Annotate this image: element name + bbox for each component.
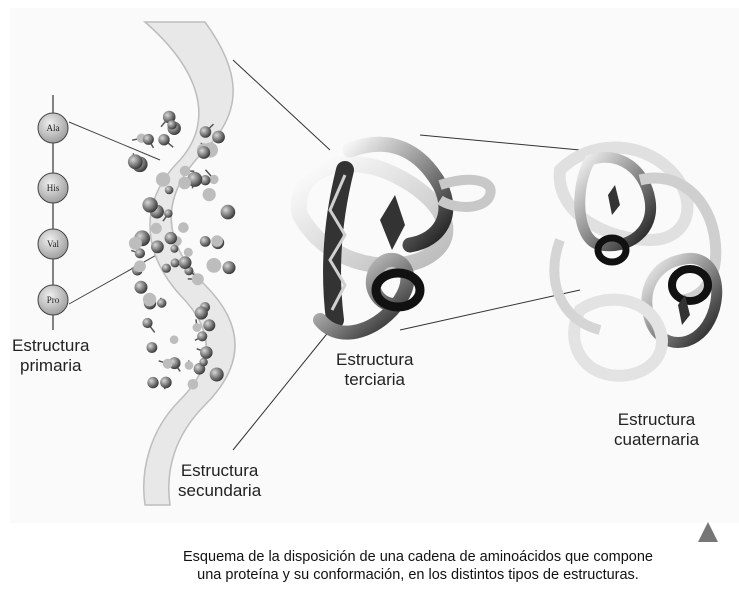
amino-acid-bead <box>37 228 69 260</box>
atom-sphere <box>146 342 158 353</box>
atom-sphere <box>134 248 145 259</box>
atom-sphere <box>212 130 225 144</box>
atom-sphere <box>184 361 194 370</box>
zoom-lines <box>232 59 581 451</box>
caption-line-1: Esquema de la disposición de una cadena … <box>183 549 653 565</box>
atom-sphere <box>164 209 173 218</box>
atom-sphere <box>134 260 146 273</box>
secondary-structure-helix <box>127 21 236 506</box>
atom-sphere <box>147 376 159 389</box>
atom-sphere <box>192 323 202 332</box>
atom-sphere <box>199 357 208 367</box>
atom-sphere <box>142 317 153 329</box>
atom-sphere <box>187 379 199 390</box>
atom-sphere <box>162 358 173 369</box>
amino-acid-ala: Ala <box>37 112 69 144</box>
atom-sphere <box>200 175 211 186</box>
atom-sphere <box>187 171 203 187</box>
connector-line <box>68 121 161 161</box>
amino-acid-his: His <box>37 172 69 204</box>
figure-caption: Esquema de la disposición de una cadena … <box>100 548 736 584</box>
atom-sphere <box>191 273 204 286</box>
amino-acid-label: Val <box>47 239 59 249</box>
atom-sphere <box>197 331 208 342</box>
amino-acid-label: Pro <box>47 295 60 305</box>
atom-sphere <box>170 244 179 253</box>
atom-sphere <box>155 172 171 187</box>
atom-sphere <box>164 185 174 195</box>
amino-acid-val: Val <box>37 228 69 260</box>
amino-acid-label: His <box>47 183 60 193</box>
tertiary-structure-fold <box>290 136 496 340</box>
atom-sphere <box>157 298 167 308</box>
atom-sphere <box>151 240 164 254</box>
amino-acid-label: Ala <box>47 123 60 133</box>
atom-sphere <box>164 231 177 245</box>
atom-sphere <box>222 261 236 275</box>
atom-sphere <box>134 280 148 294</box>
atom-sphere <box>194 306 208 320</box>
secondary-structure-label: Estructura secundaria <box>178 461 262 500</box>
atom-sphere <box>170 258 180 268</box>
quaternary-structure-label: Estructura cuaternaria <box>614 410 700 449</box>
atom-sphere <box>209 174 219 185</box>
atom-sphere <box>178 256 192 269</box>
atom-sphere <box>142 292 157 307</box>
quaternary-structure-complex <box>549 141 723 382</box>
atom-sphere <box>183 247 193 257</box>
triangle-up-icon <box>698 522 718 542</box>
amino-acid-bead <box>37 172 69 204</box>
atom-sphere <box>150 222 162 234</box>
atom-sphere <box>160 376 172 389</box>
atom-sphere <box>200 346 213 359</box>
atom-sphere <box>158 134 170 146</box>
atom-sphere <box>178 222 189 233</box>
atom-sphere <box>199 126 212 138</box>
tertiary-structure-label: Estructura terciaria <box>336 350 414 389</box>
atom-sphere <box>142 133 154 145</box>
atom-sphere <box>179 165 191 177</box>
amino-acid-bead <box>37 284 69 316</box>
atom-sphere <box>202 188 216 202</box>
atom-sphere <box>199 236 211 247</box>
atom-sphere <box>169 335 179 345</box>
amino-acid-bead <box>37 112 69 144</box>
atom-sphere <box>161 263 171 273</box>
atom-sphere <box>211 235 223 247</box>
primary-structure-label: Estructura primaria <box>12 336 90 375</box>
amino-acid-pro: Pro <box>37 284 69 316</box>
connector-line <box>68 252 161 305</box>
atom-sphere <box>203 319 216 332</box>
atom-sphere <box>197 146 211 159</box>
atom-sphere <box>178 176 191 190</box>
atom-sphere <box>142 197 158 213</box>
atom-sphere <box>167 120 177 130</box>
atom-sphere <box>209 367 224 382</box>
atom-sphere <box>128 236 142 250</box>
atom-sphere <box>206 258 222 273</box>
caption-line-2: una proteína y su conformación, en los d… <box>197 567 639 583</box>
atom-sphere <box>127 154 143 170</box>
atom-sphere <box>220 204 236 220</box>
